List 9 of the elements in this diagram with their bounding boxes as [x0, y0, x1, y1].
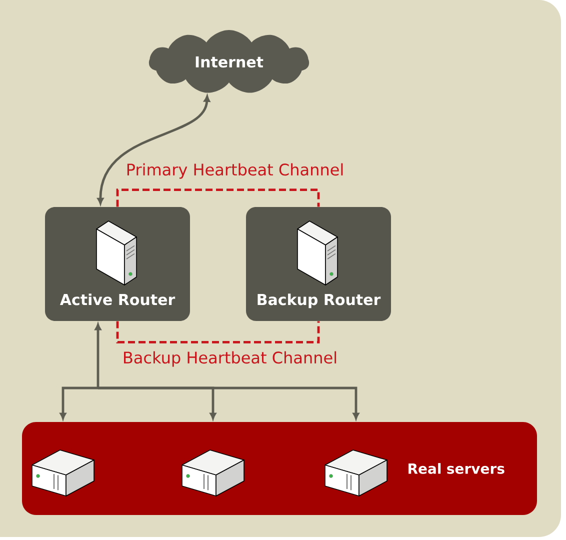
- edge-label: Primary Heartbeat Channel: [124, 162, 346, 180]
- dashed-line: [116, 321, 320, 344]
- dashed-line: [116, 188, 320, 207]
- server-picture: [182, 450, 244, 496]
- server-picture: [32, 450, 94, 496]
- edge-label: Backup Heartbeat Channel: [120, 350, 340, 368]
- server-picture: [324, 450, 388, 496]
- arrow: [97, 95, 210, 205]
- arrow: [98, 386, 360, 420]
